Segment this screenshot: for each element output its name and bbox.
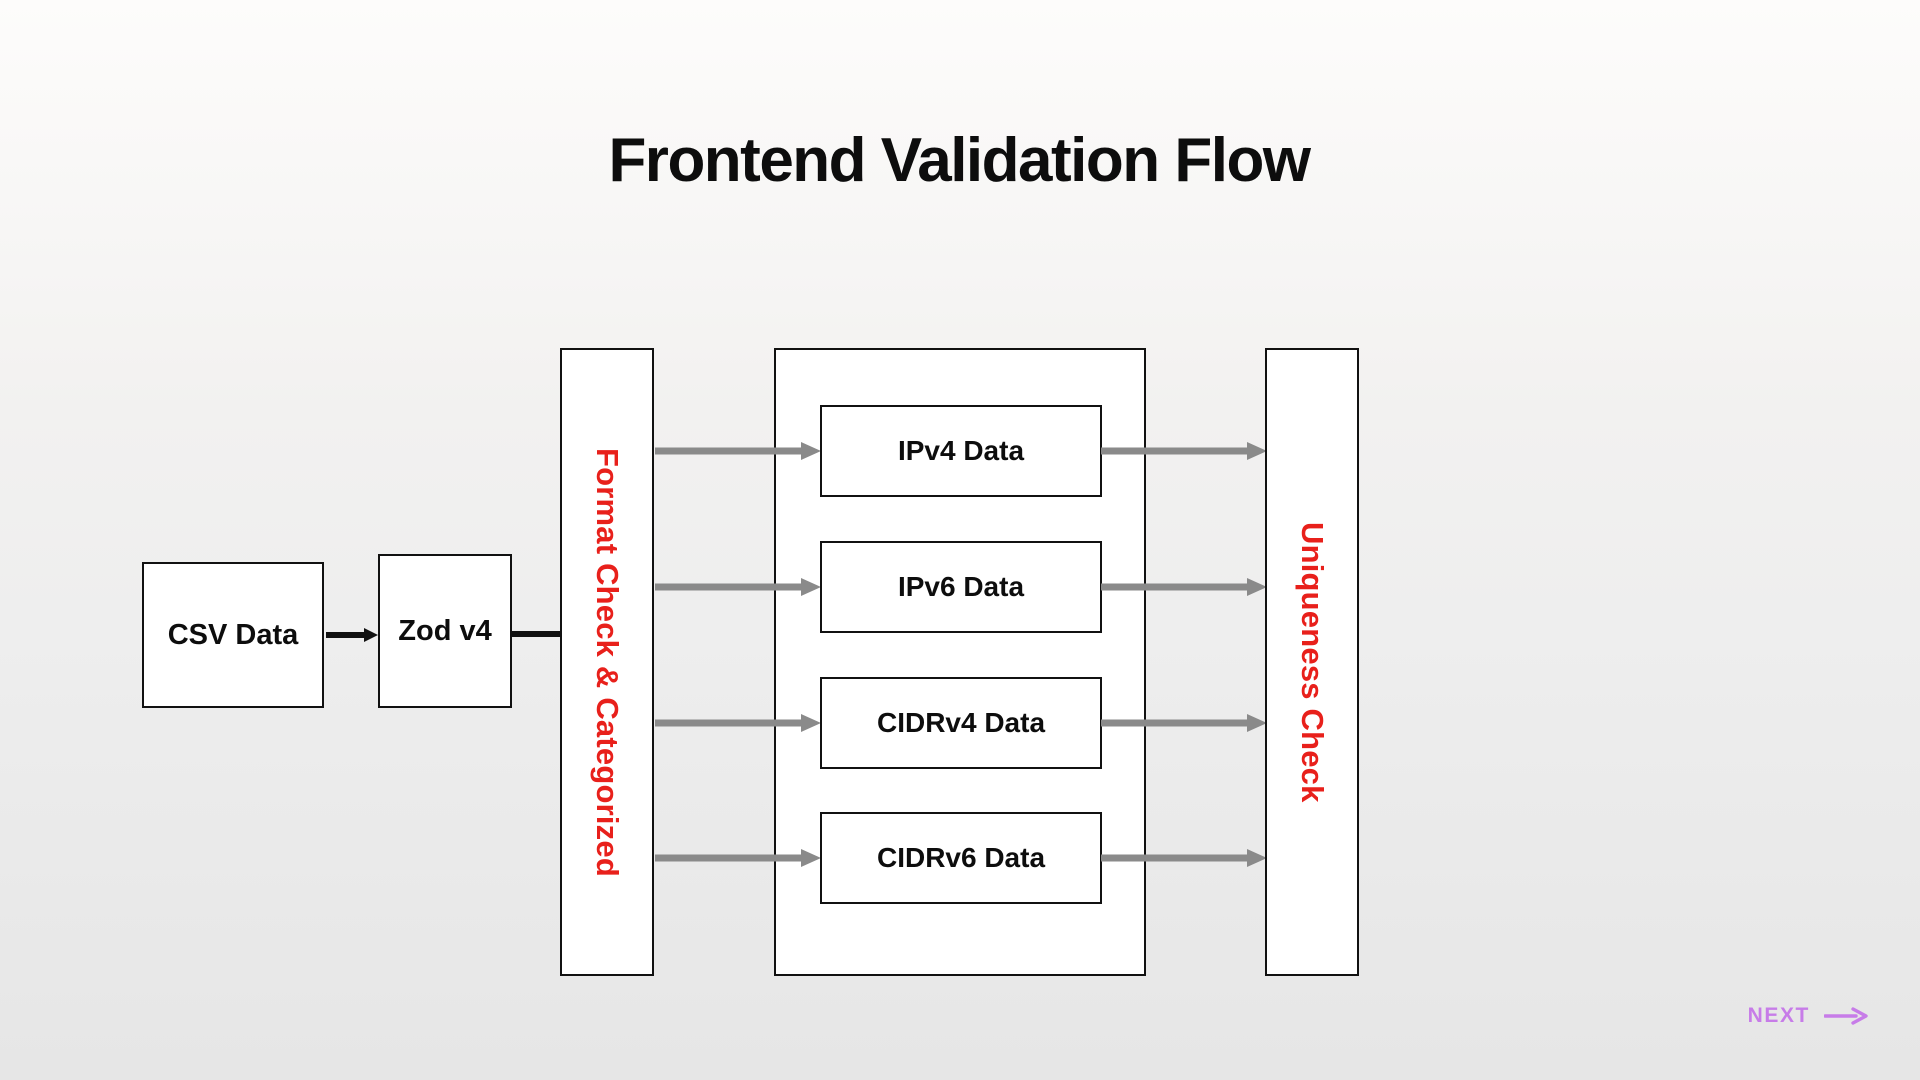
next-button-label: NEXT <box>1747 1004 1810 1027</box>
arrow-ipv6-to-uniqueness-icon <box>1101 578 1267 596</box>
node-cidrv4-data[interactable]: CIDRv4 Data <box>820 677 1102 769</box>
node-csv-data-label: CSV Data <box>167 618 299 651</box>
node-cidrv6-data-label: CIDRv6 Data <box>876 842 1046 873</box>
arrow-format-to-ipv4-icon <box>655 442 821 460</box>
node-ipv6-data[interactable]: IPv6 Data <box>820 541 1102 633</box>
stage-uniqueness-check[interactable]: Uniqueness Check <box>1265 348 1359 976</box>
arrow-cidrv4-to-uniqueness-icon <box>1101 714 1267 732</box>
next-button[interactable]: NEXT <box>1748 1004 1868 1028</box>
stage-uniqueness-check-label: Uniqueness Check <box>1295 521 1330 803</box>
page-title-text: Frontend Validation Flow <box>608 126 1311 195</box>
arrow-right-icon <box>1824 1007 1868 1025</box>
node-ipv4-data[interactable]: IPv4 Data <box>820 405 1102 497</box>
arrow-cidrv6-to-uniqueness-icon <box>1101 849 1267 867</box>
arrow-csv-to-zod-icon <box>326 628 378 642</box>
node-cidrv4-data-label: CIDRv4 Data <box>876 707 1046 738</box>
page-title: Frontend Validation Flow <box>0 125 1920 196</box>
arrow-format-to-cidrv4-icon <box>655 714 821 732</box>
node-zod-v4-label: Zod v4 <box>398 614 492 647</box>
arrow-format-to-ipv6-icon <box>655 578 821 596</box>
node-cidrv6-data[interactable]: CIDRv6 Data <box>820 812 1102 904</box>
node-csv-data[interactable]: CSV Data <box>142 562 324 708</box>
node-ipv6-data-label: IPv6 Data <box>897 571 1025 602</box>
stage-format-check[interactable]: Format Check & Categorized <box>560 348 654 976</box>
connector-zod-to-format <box>510 631 562 637</box>
arrow-format-to-cidrv6-icon <box>655 849 821 867</box>
node-zod-v4[interactable]: Zod v4 <box>378 554 512 708</box>
arrow-ipv4-to-uniqueness-icon <box>1101 442 1267 460</box>
stage-format-check-label: Format Check & Categorized <box>590 447 625 877</box>
node-ipv4-data-label: IPv4 Data <box>897 435 1025 466</box>
